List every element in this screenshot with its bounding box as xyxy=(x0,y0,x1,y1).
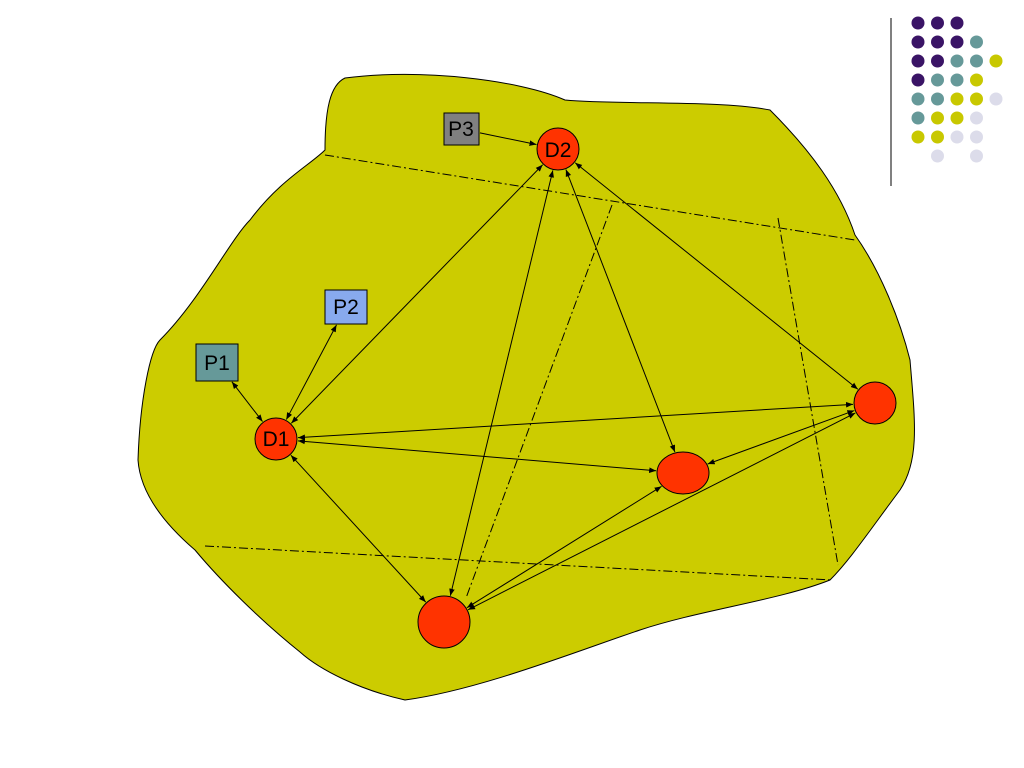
decorative-dot xyxy=(911,73,925,87)
node-label: D2 xyxy=(545,139,572,162)
decorative-dot xyxy=(931,149,944,163)
node-d1: D1 xyxy=(254,417,298,461)
node-d2: D2 xyxy=(536,127,580,171)
decorative-dot xyxy=(911,54,925,68)
decorative-dot xyxy=(931,16,944,30)
node-n3 xyxy=(417,595,471,649)
decorative-dot xyxy=(950,16,964,30)
decorative-dot xyxy=(911,111,925,125)
decorative-dot xyxy=(931,92,944,106)
decorative-dot xyxy=(950,92,964,106)
node-circle xyxy=(254,417,298,461)
process-label: P1 xyxy=(204,352,230,375)
link-arrow-p1-d1 xyxy=(231,381,263,422)
decorative-dot xyxy=(970,54,983,68)
decorative-dot xyxy=(911,130,925,144)
process-label: P3 xyxy=(448,118,474,141)
decorative-dot xyxy=(970,35,983,49)
decorative-dot xyxy=(931,111,944,125)
process-label: P2 xyxy=(333,296,359,319)
decorative-dot xyxy=(911,35,925,49)
node-circle xyxy=(853,381,897,425)
decorative-dot xyxy=(931,130,944,144)
decorative-dot xyxy=(970,149,983,163)
decorative-dot xyxy=(931,73,944,87)
node-label: D1 xyxy=(263,428,290,451)
node-circle xyxy=(536,127,580,171)
link-arrow-p3-d2 xyxy=(479,132,537,146)
node-n4 xyxy=(656,451,710,495)
decorative-dot xyxy=(989,54,1003,68)
link-arrow-d2-n5 xyxy=(574,162,859,390)
process-p1: P1 xyxy=(195,343,239,382)
decorative-dot xyxy=(950,35,964,49)
decorative-dot xyxy=(931,35,944,49)
network-region xyxy=(137,73,915,701)
decorative-dot xyxy=(950,111,964,125)
decorative-dot xyxy=(950,73,964,87)
decorative-dot xyxy=(970,92,983,106)
decorative-dot xyxy=(911,92,925,106)
process-p2: P2 xyxy=(324,289,368,325)
decorative-dot xyxy=(950,130,964,144)
link-arrow-d1-n3 xyxy=(290,454,427,603)
node-circle xyxy=(417,595,471,649)
link-arrow-n3-n5 xyxy=(467,412,856,611)
decorative-dot xyxy=(970,111,983,125)
node-n5 xyxy=(853,381,897,425)
node-ellipse xyxy=(656,451,710,495)
process-box xyxy=(195,343,239,382)
decorative-dot xyxy=(950,54,964,68)
decorative-dot xyxy=(911,16,925,30)
process-p3: P3 xyxy=(443,112,480,146)
decorative-dot xyxy=(970,130,983,144)
decorative-dot xyxy=(970,73,983,87)
link-layer xyxy=(231,132,859,611)
process-box xyxy=(443,112,480,146)
decorative-dot xyxy=(989,92,1003,106)
process-box xyxy=(324,289,368,325)
decorative-dot xyxy=(931,54,944,68)
decorative-dot-grid xyxy=(911,16,1003,163)
